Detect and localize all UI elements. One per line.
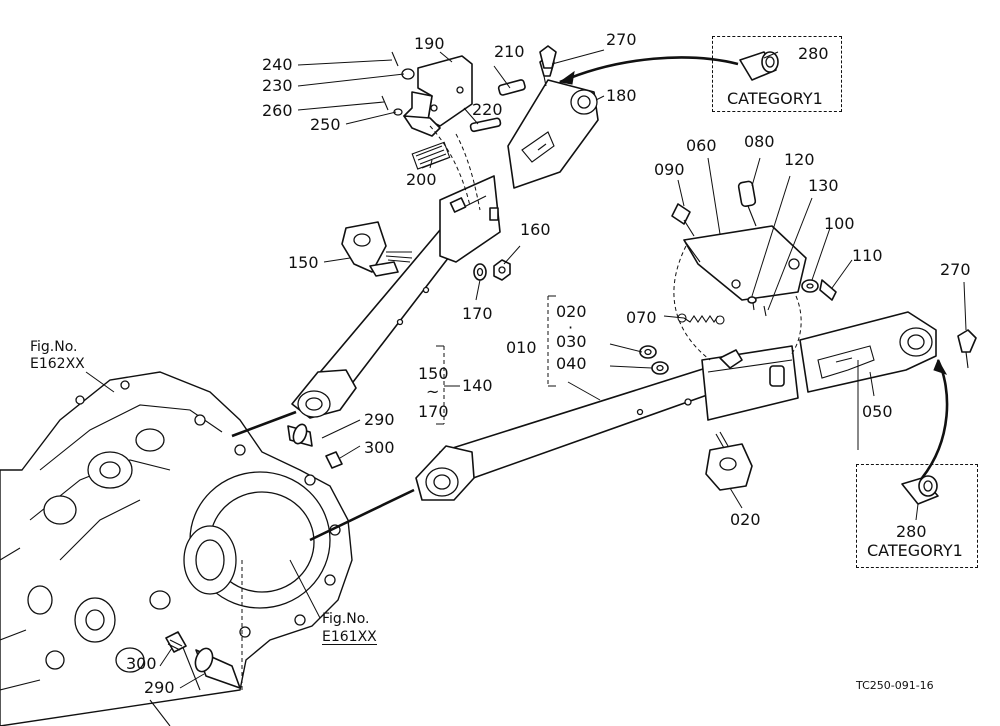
telescopic-end — [799, 311, 937, 393]
fig-ref-upper-code: E162XX — [30, 356, 85, 372]
callout-080: 080 — [744, 132, 775, 151]
callout-280-top: 280 — [798, 44, 829, 63]
washer-pair — [639, 345, 669, 375]
fig-ref-upper-title: Fig.No. — [30, 339, 78, 355]
callout-050: 050 — [862, 402, 893, 421]
callout-220: 220 — [472, 100, 503, 119]
callout-020-bottom: 020 — [730, 510, 761, 529]
callout-170-range: 170 — [418, 402, 449, 421]
callout-150: 150 — [288, 253, 319, 272]
callout-060: 060 — [686, 136, 717, 155]
nut-washer-set — [473, 259, 511, 281]
category-box-right: CATEGORY1 — [856, 464, 978, 568]
pin-270-right — [957, 329, 977, 369]
stabilizer-bracket-left — [341, 221, 413, 277]
arrow-category-right — [933, 358, 948, 375]
stabilizer-bracket-right — [705, 431, 753, 491]
callout-160: 160 — [520, 220, 551, 239]
assembly-guides — [241, 125, 859, 690]
lift-pin-upper — [287, 423, 343, 469]
callout-150-range: 150 — [418, 364, 449, 383]
leader-lines — [85, 49, 967, 689]
lift-pin-lower — [165, 631, 241, 689]
callout-240: 240 — [262, 55, 293, 74]
group-dot: · — [568, 318, 574, 337]
callout-300-upper: 300 — [364, 438, 395, 457]
callout-140: 140 — [462, 376, 493, 395]
drawing-code: TC250-091-16 — [856, 679, 934, 692]
callout-130: 130 — [808, 176, 839, 195]
callout-040: 040 — [556, 354, 587, 373]
callout-020-group: 020 — [556, 302, 587, 321]
callout-290-lower: 290 — [144, 678, 175, 697]
transmission-housing — [0, 371, 353, 726]
callout-300-lower: 300 — [126, 654, 157, 673]
callout-110: 110 — [852, 246, 883, 265]
callout-250: 250 — [310, 115, 341, 134]
callout-070: 070 — [626, 308, 657, 327]
pin-270-top — [539, 45, 557, 69]
lower-link-right — [415, 345, 799, 501]
callout-120: 120 — [784, 150, 815, 169]
callout-280-right: 280 — [896, 522, 927, 541]
category-label-top: CATEGORY1 — [727, 89, 823, 108]
connector-lower-pin — [309, 488, 415, 542]
callout-230: 230 — [262, 76, 293, 95]
callout-170: 170 — [462, 304, 493, 323]
fig-ref-lower-title: Fig.No. — [322, 611, 370, 627]
category-box-top: CATEGORY1 — [712, 36, 842, 112]
callout-030: 030 — [556, 332, 587, 351]
spring — [677, 313, 725, 325]
callout-180: 180 — [606, 86, 637, 105]
callout-090: 090 — [654, 160, 685, 179]
callout-190: 190 — [414, 34, 445, 53]
callout-010: 010 — [506, 338, 537, 357]
group-tilde: ~ — [426, 382, 440, 401]
bush-280-right — [901, 475, 939, 505]
callout-210: 210 — [494, 42, 525, 61]
callout-260: 260 — [262, 101, 293, 120]
connector-upper-pin — [231, 410, 297, 438]
latch-bracket — [671, 180, 837, 317]
check-chain-plate — [507, 55, 599, 189]
callout-290-upper: 290 — [364, 410, 395, 429]
callout-270-top: 270 — [606, 30, 637, 49]
arrow-category-top — [558, 70, 575, 85]
bush-280-top — [739, 51, 779, 81]
connector-category-top — [559, 56, 739, 84]
check-chain-bracket — [381, 51, 526, 170]
connector-category-right — [920, 359, 949, 479]
callout-100: 100 — [824, 214, 855, 233]
callout-200: 200 — [406, 170, 437, 189]
category-label-right: CATEGORY1 — [867, 541, 963, 560]
callout-270-right: 270 — [940, 260, 971, 279]
lower-link-left — [291, 175, 501, 419]
fig-ref-lower-code: E161XX — [322, 629, 377, 645]
